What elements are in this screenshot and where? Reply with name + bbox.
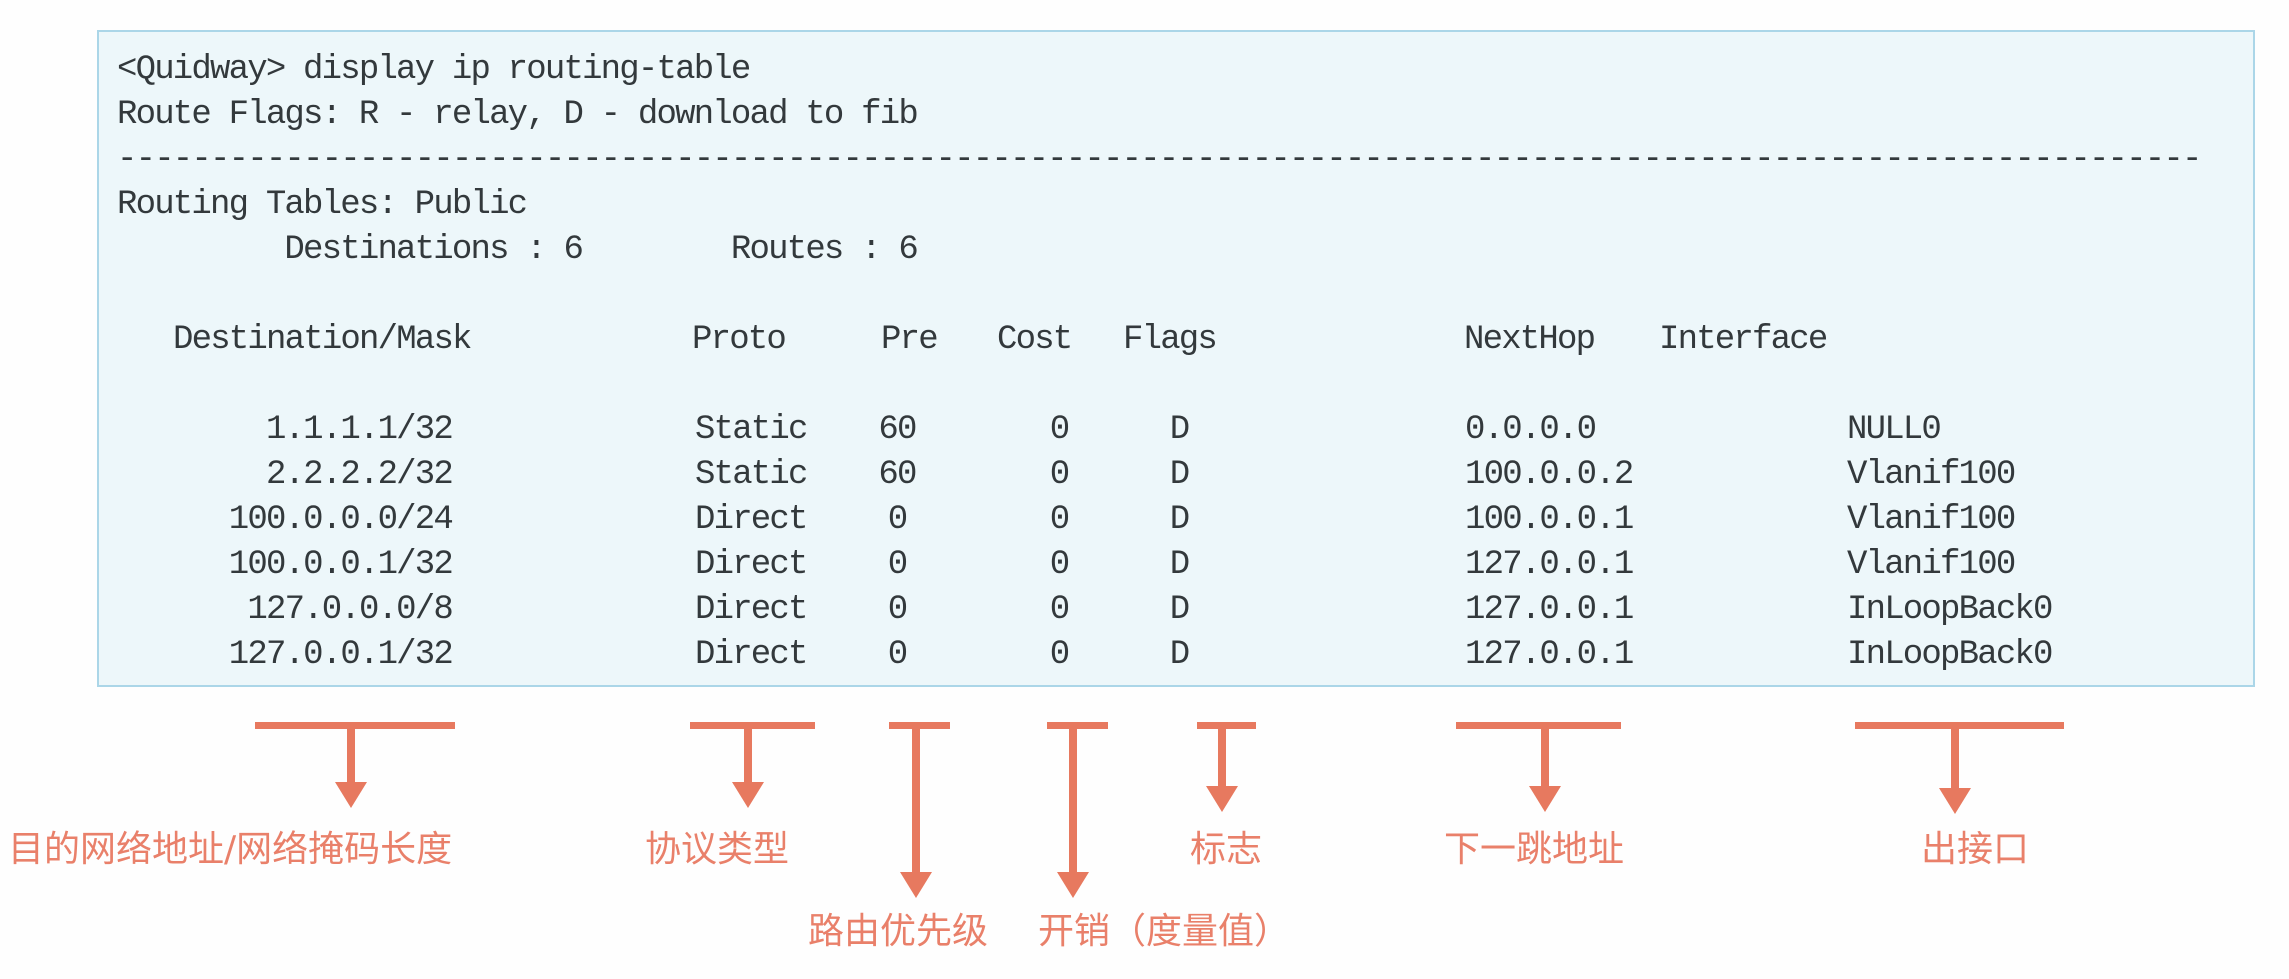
blank-line	[99, 273, 2253, 318]
routing-tables-line: Routing Tables: Public	[117, 186, 528, 224]
cell-nexthop: 0.0.0.0	[1465, 411, 1597, 449]
cell-destination: 100.0.0.0/24	[228, 501, 454, 539]
cell-cost: 0	[1049, 546, 1070, 584]
cell-pre: 0	[887, 591, 908, 629]
arrow-stem	[1218, 726, 1226, 788]
arrow-head	[732, 782, 764, 808]
arrow-stem	[912, 726, 920, 874]
arrow-stem	[744, 726, 752, 784]
column-header-proto: Proto	[692, 321, 787, 359]
cell-nexthop: 100.0.0.2	[1465, 456, 1634, 494]
cell-nexthop: 127.0.0.1	[1465, 591, 1634, 629]
cell-flags: D	[1169, 411, 1190, 449]
cell-destination: 100.0.0.1/32	[228, 546, 454, 584]
cell-destination: 1.1.1.1/32	[265, 411, 454, 449]
table-header-row: Destination/Mask Proto Pre Cost Flags Ne…	[99, 318, 2253, 363]
annotation-label-proto: 协议类型	[645, 829, 790, 870]
arrow-bar	[1855, 722, 2064, 729]
cli-prompt-line: <Quidway> display ip routing-table	[117, 51, 751, 89]
cell-pre: 0	[887, 501, 908, 539]
cell-proto: Static	[695, 456, 808, 494]
annotation-label-destination: 目的网络地址/网络掩码长度	[8, 829, 453, 870]
annotation-label-cost: 开销（度量值）	[1038, 911, 1291, 952]
cell-proto: Static	[695, 411, 808, 449]
annotation-label-interface: 出接口	[1921, 829, 2030, 870]
divider-line: ----------------------------------------…	[117, 141, 2202, 179]
cell-flags: D	[1169, 456, 1190, 494]
arrow-stem	[1541, 726, 1549, 788]
cell-cost: 0	[1049, 456, 1070, 494]
cell-interface: NULL0	[1847, 411, 1942, 449]
route-flags-line: Route Flags: R - relay, D - download to …	[117, 96, 919, 134]
arrow-bar	[1047, 722, 1108, 729]
cell-flags: D	[1169, 591, 1190, 629]
cell-cost: 0	[1049, 636, 1070, 674]
annotation-label-pre: 路由优先级	[808, 911, 989, 952]
cell-pre: 0	[887, 636, 908, 674]
blank-line	[99, 363, 2253, 408]
cell-interface: InLoopBack0	[1847, 591, 2053, 629]
cell-cost: 0	[1049, 411, 1070, 449]
cell-pre: 60	[878, 456, 917, 494]
column-header-pre: Pre	[881, 321, 939, 359]
cell-pre: 60	[878, 411, 917, 449]
arrow-head	[900, 872, 932, 898]
cell-interface: Vlanif100	[1847, 456, 2016, 494]
arrow-head	[1057, 872, 1089, 898]
cell-cost: 0	[1049, 591, 1070, 629]
arrow-head	[1939, 788, 1971, 814]
arrow-stem	[1069, 726, 1077, 874]
cell-flags: D	[1169, 546, 1190, 584]
arrow-bar	[690, 722, 815, 729]
annotation-label-flags: 标志	[1190, 829, 1263, 870]
cell-proto: Direct	[695, 501, 808, 539]
cell-destination: 127.0.0.0/8	[247, 591, 453, 629]
cell-flags: D	[1169, 501, 1190, 539]
arrow-bar	[889, 722, 950, 729]
annotation-label-nexthop: 下一跳地址	[1444, 829, 1625, 870]
cell-destination: 127.0.0.1/32	[228, 636, 454, 674]
arrow-head	[335, 782, 367, 808]
cell-interface: Vlanif100	[1847, 546, 2016, 584]
cell-flags: D	[1169, 636, 1190, 674]
arrow-bar	[255, 722, 455, 729]
column-header-cost: Cost	[997, 321, 1073, 359]
cell-cost: 0	[1049, 501, 1070, 539]
cell-pre: 0	[887, 546, 908, 584]
arrow-head	[1206, 786, 1238, 812]
cell-interface: InLoopBack0	[1847, 636, 2053, 674]
cell-proto: Direct	[695, 591, 808, 629]
cell-interface: Vlanif100	[1847, 501, 2016, 539]
arrow-stem	[347, 726, 355, 784]
cell-nexthop: 127.0.0.1	[1465, 546, 1634, 584]
summary-line: Destinations : 6 Routes : 6	[117, 231, 918, 269]
terminal-output-box: <Quidway> display ip routing-table Route…	[97, 30, 2255, 687]
cell-proto: Direct	[695, 636, 808, 674]
table-row: 127.0.0.0/8 Direct 0 0 D 127.0.0.1 InLoo…	[99, 588, 2253, 633]
arrow-bar	[1197, 722, 1256, 729]
table-row: 2.2.2.2/32 Static 60 0 D 100.0.0.2 Vlani…	[99, 453, 2253, 498]
column-header-interface: Interface	[1659, 321, 1828, 359]
cell-destination: 2.2.2.2/32	[265, 456, 454, 494]
cell-proto: Direct	[695, 546, 808, 584]
arrow-head	[1529, 786, 1561, 812]
arrow-stem	[1951, 726, 1959, 790]
column-header-nexthop: NextHop	[1464, 321, 1596, 359]
table-row: 100.0.0.1/32 Direct 0 0 D 127.0.0.1 Vlan…	[99, 543, 2253, 588]
arrow-bar	[1456, 722, 1621, 729]
table-row: 1.1.1.1/32 Static 60 0 D 0.0.0.0 NULL0	[99, 408, 2253, 453]
cell-nexthop: 100.0.0.1	[1465, 501, 1634, 539]
cell-nexthop: 127.0.0.1	[1465, 636, 1634, 674]
table-row: 127.0.0.1/32 Direct 0 0 D 127.0.0.1 InLo…	[99, 633, 2253, 678]
column-header-flags: Flags	[1123, 321, 1218, 359]
column-header-destination-mask: Destination/Mask	[173, 321, 472, 359]
table-row: 100.0.0.0/24 Direct 0 0 D 100.0.0.1 Vlan…	[99, 498, 2253, 543]
